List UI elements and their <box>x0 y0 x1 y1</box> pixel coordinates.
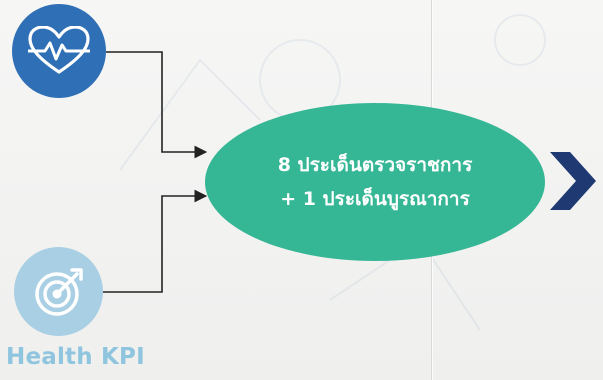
inspection-topics-ellipse: 8 ประเด็นตรวจราชการ + 1 ประเด็นบูรณาการ <box>205 103 545 261</box>
health-kpi-label: Health KPI <box>6 344 145 370</box>
target-arrow-icon <box>14 247 103 336</box>
ellipse-text-line-2: + 1 ประเด็นบูรณาการ <box>280 188 470 210</box>
chevron-right-icon <box>550 152 596 210</box>
ellipse-text-line-1: 8 ประเด็นตรวจราชการ <box>277 154 473 176</box>
heart-pulse-icon <box>12 4 106 98</box>
